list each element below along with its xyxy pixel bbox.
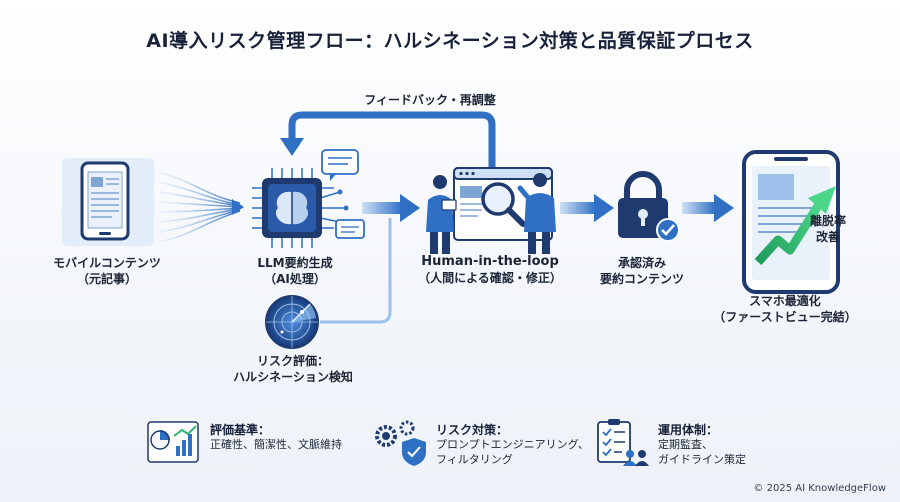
footer-heading: 評価基準： xyxy=(210,423,271,437)
footer-evaluation-criteria: 評価基準： 正確性、簡潔性、文脈維持 xyxy=(148,422,342,464)
footer-detail: 定期監査、 xyxy=(658,438,713,452)
mobile-content-icon xyxy=(62,158,154,246)
chart-icon xyxy=(147,421,199,463)
footer-heading: 運用体制： xyxy=(658,423,719,437)
arrow-hitl-to-approved xyxy=(560,194,614,222)
checklist-team-icon xyxy=(597,419,649,466)
footer-risk-countermeasures: リスク対策： プロンプトエンジニアリング、 フィルタリング xyxy=(372,422,589,468)
smartphone-label: スマホ最適化 （ファーストビュー完結） xyxy=(713,294,857,324)
risk-label: リスク評価： ハルシネーション検知 xyxy=(233,354,353,384)
gear-shield-icon xyxy=(375,420,426,466)
footer-detail: ガイドライン策定 xyxy=(658,453,746,467)
llm-chip-icon xyxy=(252,168,349,248)
hitl-label: Human-in-the-loop （人間による確認・修正） xyxy=(418,254,562,285)
trend-up-icon xyxy=(754,186,836,266)
lock-check-icon xyxy=(618,171,680,242)
arrow-llm-to-hitl xyxy=(362,194,420,222)
copyright-text: © 2025 AI KnowledgeFlow xyxy=(753,483,886,494)
llm-label: LLM要約生成 （AI処理） xyxy=(257,256,333,286)
footer-detail: プロンプトエンジニアリング、 xyxy=(436,438,589,452)
footer-detail: 正確性、簡潔性、文脈維持 xyxy=(210,438,342,452)
risk-connector-line xyxy=(320,218,392,324)
chat-bubble-icon xyxy=(321,149,365,239)
mobile-content-label: モバイルコンテンツ （元記事） xyxy=(53,256,161,286)
arrow-approved-to-smartphone xyxy=(682,194,734,222)
feedback-label: フィードバック・再調整 xyxy=(364,93,496,107)
footer-detail: フィルタリング xyxy=(436,453,513,467)
footer-operation-structure: 運用体制： 定期監査、 ガイドライン策定 xyxy=(596,422,746,468)
footer-heading: リスク対策： xyxy=(436,423,509,437)
approved-label: 承認済み 要約コンテンツ xyxy=(599,256,684,286)
human-in-the-loop-icon xyxy=(426,167,556,254)
feedback-loop-arrow xyxy=(280,111,496,170)
trend-label: 離脱率 改善 xyxy=(809,214,846,244)
data-stream-icon xyxy=(157,171,244,243)
radar-icon xyxy=(265,295,319,349)
page-title: AI導入リスク管理フロー：ハルシネーション対策と品質保証プロセス xyxy=(146,30,754,52)
